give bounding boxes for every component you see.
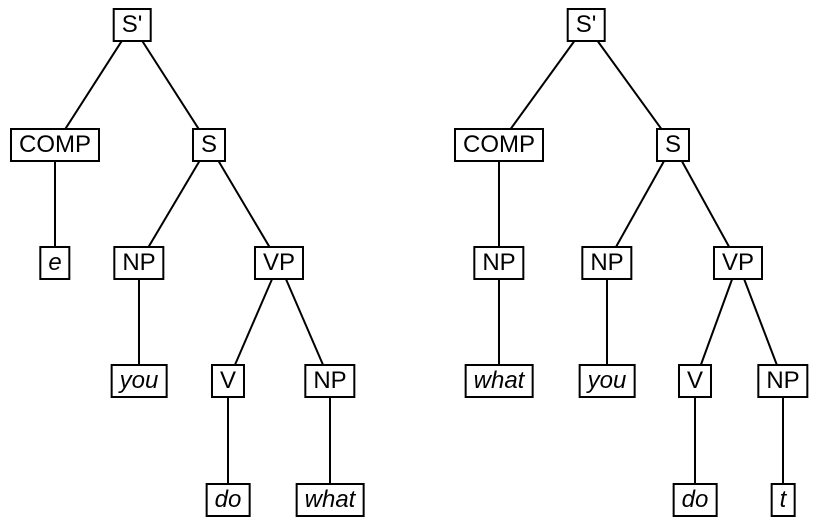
left-tree-node-you: you (110, 364, 168, 398)
left-tree-node-what: what (295, 483, 365, 517)
right-tree-edge-s-prime-comp (498, 24, 587, 146)
left-tree-node-s: S (191, 128, 227, 162)
right-tree-node-v: V (677, 364, 713, 398)
left-tree-node-comp: COMP (10, 128, 100, 162)
left-tree-node-s-prime: S' (112, 8, 152, 42)
left-tree-node-np-obj: NP (304, 364, 356, 398)
left-tree-edge-s-vp (208, 144, 280, 264)
right-tree-edge-vp-v (694, 262, 739, 382)
left-tree-edge-s-np-subj (138, 144, 210, 264)
right-tree-node-you: you (578, 364, 636, 398)
left-tree-node-v: V (210, 364, 246, 398)
left-tree-edge-s-prime-s (131, 24, 210, 146)
left-tree-node-vp: VP (253, 246, 305, 280)
right-tree-edge-s-vp (672, 144, 739, 264)
right-tree-node-t: t (770, 483, 796, 517)
left-tree-edge-vp-np-obj (278, 262, 331, 382)
left-tree-node-do: do (205, 483, 251, 517)
left-tree-edge-vp-v (227, 262, 280, 382)
left-tree-node-np-subj: NP (113, 246, 165, 280)
right-tree-node-s-prime: S' (566, 8, 606, 42)
right-tree-edge-s-prime-s (585, 24, 674, 146)
right-tree-node-np-subj: NP (581, 246, 633, 280)
right-tree-node-vp: VP (712, 246, 764, 280)
right-tree-node-do: do (672, 483, 718, 517)
left-tree-node-e: e (39, 246, 71, 280)
right-tree-edge-s-np-subj (606, 144, 674, 264)
right-tree-node-np-obj: NP (757, 364, 809, 398)
right-tree-node-what: what (464, 364, 534, 398)
right-tree-edge-vp-np-obj (737, 262, 784, 382)
right-tree-node-comp: COMP (454, 128, 544, 162)
left-tree-edge-s-prime-comp (54, 24, 133, 146)
right-tree-node-np-comp: NP (473, 246, 525, 280)
right-tree-node-s: S (655, 128, 691, 162)
